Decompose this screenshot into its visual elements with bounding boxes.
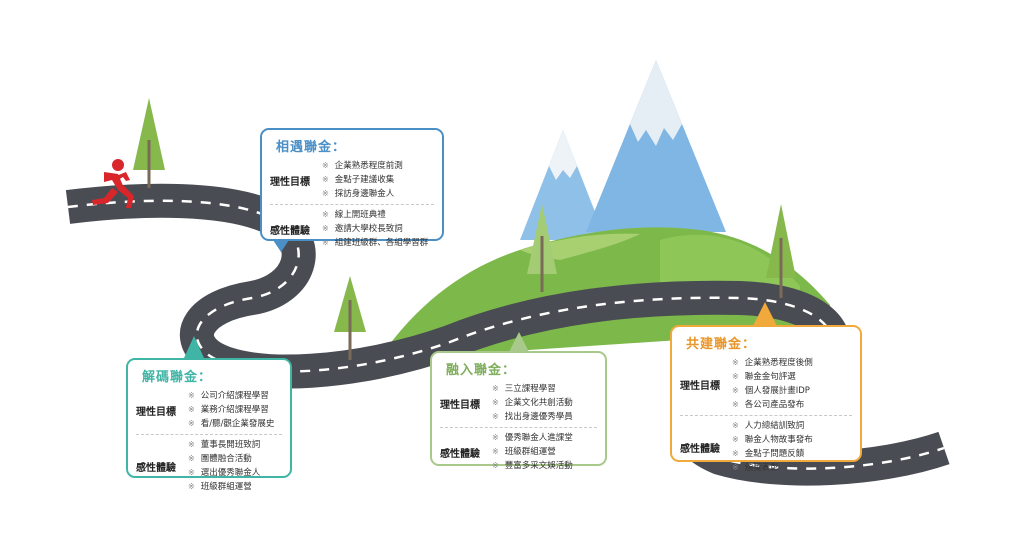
list-item: ※企業熟悉程度前測 — [322, 161, 403, 171]
list-item: ※企業文化共創活動 — [492, 398, 573, 408]
marker-icon: ※ — [732, 463, 739, 472]
marker-icon: ※ — [188, 391, 195, 400]
list-item: ※金點子問題反饋 — [732, 449, 805, 459]
marker-icon: ※ — [732, 449, 739, 458]
list-item: ※線上開班典禮 — [322, 210, 386, 220]
marker-icon: ※ — [492, 398, 499, 407]
pointer-up-icon — [509, 332, 529, 352]
group-label: 感性體驗 — [440, 448, 480, 460]
marker-icon: ※ — [322, 224, 329, 233]
list-item: ※企業熟悉程度後側 — [732, 358, 813, 368]
stage-title: 解碼聯金： — [142, 370, 213, 385]
list-item: ※董事長開班致詞 — [188, 440, 261, 450]
marker-icon: ※ — [492, 384, 499, 393]
list-item: ※豐富多采文娛活動 — [492, 461, 573, 471]
stage-title: 融入聯金： — [446, 363, 517, 378]
marker-icon: ※ — [492, 447, 499, 456]
group-label: 理性目標 — [136, 406, 176, 418]
pointer-up-icon — [184, 336, 204, 358]
list-item: ※班級群組運營 — [492, 447, 556, 457]
tree-4 — [766, 204, 796, 298]
rational-goals: 理性目標 ※企業熟悉程度後側 ※聯金金句評選 ※個人發展計畫IDP ※各公司產品… — [680, 356, 852, 412]
marker-icon: ※ — [188, 405, 195, 414]
pointer-up-icon — [753, 302, 777, 326]
list-item: ※三立課程學習 — [492, 384, 556, 394]
mountain-small-snow — [549, 130, 577, 180]
emotional-experience: 感性體驗 ※董事長開班致詞 ※團體融合活動 ※選出優秀聯金人 ※班級群組運營 — [136, 434, 282, 494]
runner-figure — [92, 159, 134, 208]
stage-title: 相遇聯金： — [276, 140, 347, 155]
marker-icon: ※ — [188, 454, 195, 463]
tree-1 — [133, 98, 165, 188]
rational-goals: 理性目標 ※公司介紹課程學習 ※業務介紹課程學習 ※看/聽/觀企業發展史 — [136, 389, 282, 431]
mountains — [520, 60, 726, 240]
stage-card-meet: 相遇聯金： 理性目標 ※企業熟悉程度前測 ※金點子建議收集 ※採訪身邊聯金人 感… — [260, 128, 444, 248]
marker-icon: ※ — [188, 482, 195, 491]
marker-icon: ※ — [188, 468, 195, 477]
marker-icon: ※ — [492, 412, 499, 421]
marker-icon: ※ — [188, 440, 195, 449]
marker-icon: ※ — [492, 461, 499, 470]
group-label: 感性體驗 — [136, 462, 176, 474]
rational-goals: 理性目標 ※三立課程學習 ※企業文化共創活動 ※找出身邊優秀學員 — [440, 382, 597, 424]
marker-icon: ※ — [188, 419, 195, 428]
marker-icon: ※ — [732, 435, 739, 444]
stage-card-decode: 解碼聯金： 理性目標 ※公司介紹課程學習 ※業務介紹課程學習 ※看/聽/觀企業發… — [126, 358, 292, 492]
group-label: 理性目標 — [680, 380, 720, 392]
list-item: ※選出優秀聯金人 — [188, 468, 261, 478]
list-item: ※找出身邊優秀學員 — [492, 412, 573, 422]
list-item: ※金點子建議收集 — [322, 175, 395, 185]
group-label: 理性目標 — [270, 176, 310, 188]
group-label: 理性目標 — [440, 399, 480, 411]
list-item: ※組建班級群、各組學習群 — [322, 238, 429, 248]
marker-icon: ※ — [732, 386, 739, 395]
marker-icon: ※ — [732, 400, 739, 409]
list-item: ※個人發展計畫IDP — [732, 386, 810, 396]
emotional-experience: 感性體驗 ※人力總結訓致詞 ※聯金人物故事發布 ※金點子問題反饋 ※頒獎表彰 — [680, 415, 852, 475]
list-item: ※優秀聯金人進課堂 — [492, 433, 573, 443]
group-label: 感性體驗 — [270, 225, 310, 237]
stage-card-integrate: 融入聯金： 理性目標 ※三立課程學習 ※企業文化共創活動 ※找出身邊優秀學員 感… — [430, 351, 607, 471]
emotional-experience: 感性體驗 ※線上開班典禮 ※邀請大學校長致詞 ※組建班級群、各組學習群 — [270, 204, 434, 250]
trees — [133, 98, 796, 360]
list-item: ※聯金人物故事發布 — [732, 435, 813, 445]
list-item: ※班級群組運營 — [188, 482, 252, 492]
tree-2 — [334, 276, 366, 360]
marker-icon: ※ — [732, 421, 739, 430]
marker-icon: ※ — [322, 161, 329, 170]
marker-icon: ※ — [322, 175, 329, 184]
list-item: ※人力總結訓致詞 — [732, 421, 805, 431]
list-item: ※看/聽/觀企業發展史 — [188, 419, 275, 429]
stage-card-co-build: 共建聯金： 理性目標 ※企業熟悉程度後側 ※聯金金句評選 ※個人發展計畫IDP … — [670, 325, 862, 473]
stage-title: 共建聯金： — [686, 337, 757, 352]
list-item: ※各公司產品發布 — [732, 400, 805, 410]
marker-icon: ※ — [732, 372, 739, 381]
list-item: ※邀請大學校長致詞 — [322, 224, 403, 234]
marker-icon: ※ — [322, 189, 329, 198]
list-item: ※採訪身邊聯金人 — [322, 189, 395, 199]
pointer-down-icon — [273, 240, 289, 252]
list-item: ※業務介紹課程學習 — [188, 405, 269, 415]
list-item: ※聯金金句評選 — [732, 372, 796, 382]
marker-icon: ※ — [322, 210, 329, 219]
list-item: ※頒獎表彰 — [732, 463, 779, 473]
mountain-large-snow — [630, 60, 682, 146]
marker-icon: ※ — [732, 358, 739, 367]
rational-goals: 理性目標 ※企業熟悉程度前測 ※金點子建議收集 ※採訪身邊聯金人 — [270, 159, 434, 201]
list-item: ※團體融合活動 — [188, 454, 252, 464]
list-item: ※公司介紹課程學習 — [188, 391, 269, 401]
marker-icon: ※ — [492, 433, 499, 442]
emotional-experience: 感性體驗 ※優秀聯金人進課堂 ※班級群組運營 ※豐富多采文娛活動 — [440, 427, 597, 473]
tree-3 — [527, 204, 557, 292]
marker-icon: ※ — [322, 238, 329, 247]
group-label: 感性體驗 — [680, 443, 720, 455]
